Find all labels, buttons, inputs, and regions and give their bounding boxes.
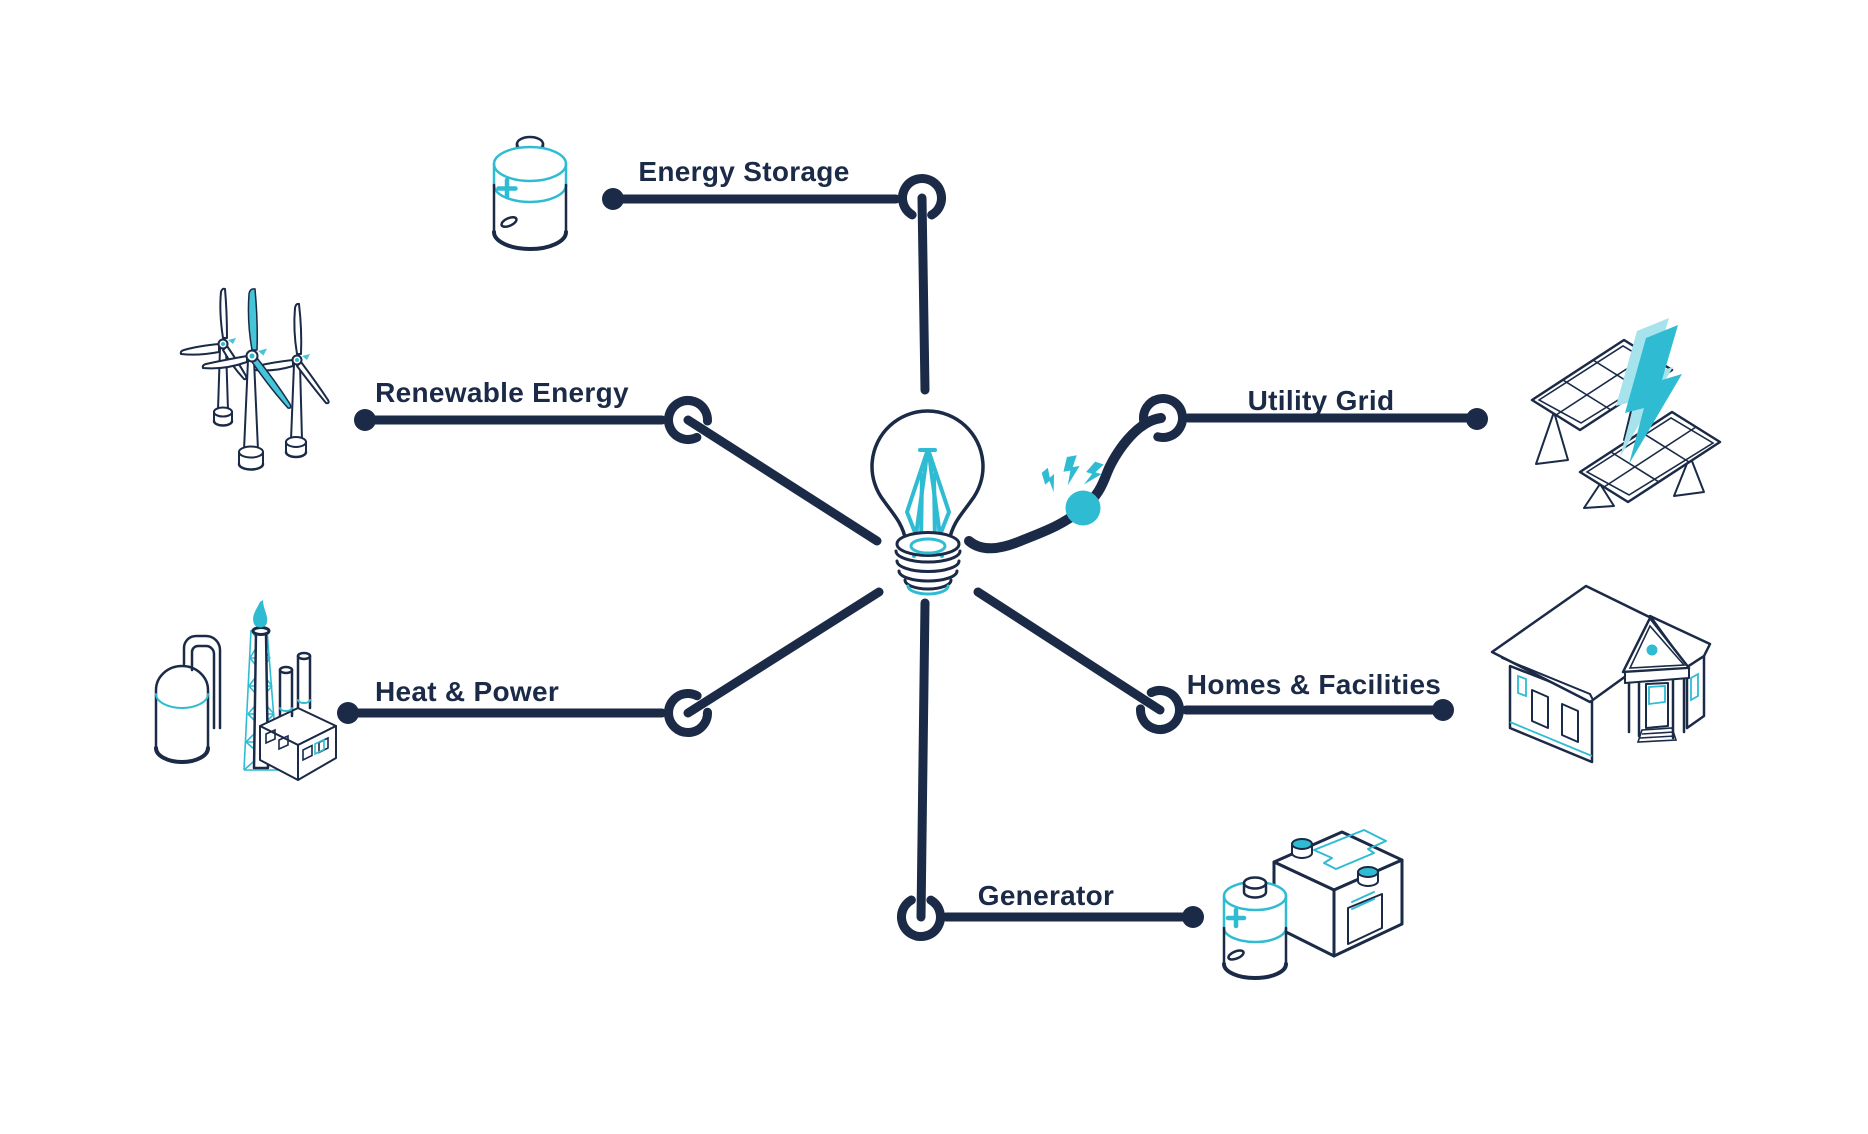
stub-line — [917, 193, 930, 395]
stub-line — [683, 587, 884, 718]
branch-renewable-energy — [354, 396, 882, 546]
solar-panel-front — [1578, 410, 1722, 509]
house-icon — [1490, 584, 1712, 764]
label-heat-power: Heat & Power — [374, 676, 560, 707]
node-circle — [898, 174, 947, 222]
door — [1645, 682, 1669, 729]
wind-turbines-icon — [179, 287, 330, 471]
lightbulb-icon — [870, 409, 985, 596]
line-end-dot — [1466, 408, 1488, 430]
node-circle — [664, 396, 712, 444]
label-generator: Generator — [977, 880, 1115, 911]
squiggle-line — [964, 413, 1166, 554]
handle-recess — [1313, 829, 1387, 870]
stub-line — [973, 587, 1165, 715]
stub-line — [683, 415, 882, 546]
branch-utility-grid — [964, 394, 1488, 554]
line-end-dot — [1432, 699, 1454, 721]
spark-dot-icon — [1065, 490, 1101, 526]
branch-generator — [897, 598, 1204, 941]
turbine-right — [252, 302, 330, 459]
chimneys — [278, 651, 312, 718]
stub-line — [916, 598, 930, 922]
label-renewable-energy: Renewable Energy — [375, 377, 629, 408]
gable-dot — [1646, 644, 1658, 656]
node-circle — [1136, 685, 1184, 734]
label-energy-storage: Energy Storage — [638, 156, 850, 187]
factory-building — [259, 707, 337, 781]
branch-heat-power — [337, 587, 884, 737]
flame — [253, 600, 268, 628]
house-portico — [1621, 616, 1691, 743]
tank — [154, 664, 210, 764]
battery-icon — [492, 135, 568, 251]
bulb-globe — [870, 409, 985, 543]
bulb-base — [894, 531, 962, 596]
factory-icon — [154, 600, 337, 781]
node-circle — [664, 689, 712, 737]
terminal-right — [1357, 866, 1379, 887]
line-end-dot — [1182, 906, 1204, 928]
node-circle — [1139, 394, 1187, 443]
node-circle — [897, 893, 945, 941]
terminal-left — [1291, 838, 1313, 859]
solar-panels-icon — [1530, 318, 1722, 509]
car-battery-icon — [1222, 829, 1404, 980]
battery-side — [1332, 858, 1404, 958]
turbine-center — [201, 288, 292, 471]
label-homes-facilities: Homes & Facilities — [1186, 669, 1442, 700]
lightning-bolts-icon — [1041, 455, 1104, 493]
branch-energy-storage — [602, 174, 947, 395]
branch-homes-facilities — [973, 587, 1454, 734]
cell-battery — [1222, 876, 1288, 980]
label-utility-grid: Utility Grid — [1247, 385, 1395, 416]
bolt-3d — [1616, 318, 1682, 464]
